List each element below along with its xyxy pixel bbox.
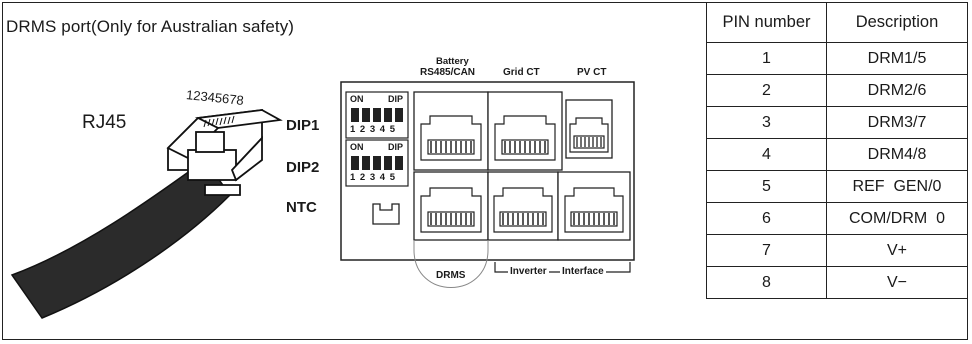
socket-battery-icon [420,115,482,161]
dip2-on-label: ON [350,142,364,152]
dip1-numbers-label: 1 2 3 4 5 [350,124,396,135]
rj45-label: RJ45 [82,112,127,133]
dip2-numbers-label: 1 2 3 4 5 [350,172,396,183]
dip2-switch-icon [345,139,409,187]
pin-cell: 7 [706,234,827,267]
drms-highlight-outline [413,240,489,288]
pin-cell: 5 [706,170,827,203]
figure-frame [2,2,968,340]
description-cell: DRM1/5 [826,42,968,75]
socket-pv-ct-icon [569,117,609,153]
dip1-on-label: ON [350,94,364,104]
page-title: DRMS port(Only for Australian safety) [6,17,295,36]
dip1-switch-icon [345,91,409,139]
pin-cell: 6 [706,202,827,235]
description-cell: REF GEN/0 [826,170,968,203]
ntc-label: NTC [286,199,317,216]
description-cell: DRM2/6 [826,74,968,107]
pv-ct-label: PV CT [577,67,607,78]
battery-label: Battery [436,56,469,67]
drms-illustration [10,81,635,319]
socket-drms-icon [420,187,482,233]
description-cell: DRM3/7 [826,106,968,139]
description-cell: V− [826,266,968,299]
description-cell: DRM4/8 [826,138,968,171]
column-header-description: Description [826,2,968,43]
socket-interface-icon [564,187,624,233]
interface-label: Interface [560,266,606,277]
pin-cell: 2 [706,74,827,107]
pin-cell: 8 [706,266,827,299]
drms-label: DRMS [436,270,466,281]
dip2-label: DIP2 [286,159,320,176]
inverter-label: Inverter [508,266,549,277]
column-header-pin: PIN number [706,2,827,43]
socket-grid-ct-icon [494,115,556,161]
rj45-plug-icon [166,108,283,196]
rj45-cable-icon [10,158,231,319]
pin-cell: 4 [706,138,827,171]
ntc-connector-icon [372,203,400,225]
socket-inverter-icon [493,187,553,233]
table-header-row: PIN number Description [706,2,968,43]
pin-cell: 1 [706,42,827,75]
interface-panel [340,81,635,261]
grid-ct-label: Grid CT [503,67,540,78]
description-cell: COM/DRM 0 [826,202,968,235]
dip1-dip-label: DIP [388,94,404,104]
dip1-label: DIP1 [286,117,320,134]
rs485-can-label: RS485/CAN [420,67,476,78]
description-cell: V+ [826,234,968,267]
pin-cell: 3 [706,106,827,139]
dip2-dip-label: DIP [388,142,404,152]
